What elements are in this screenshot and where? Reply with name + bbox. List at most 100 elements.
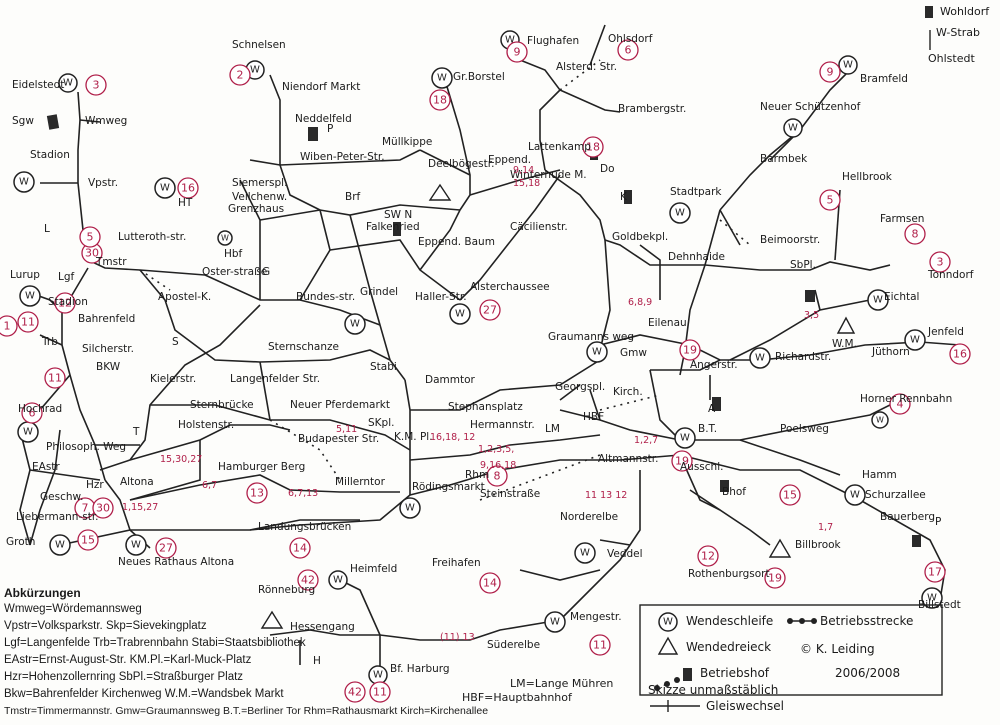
- route-label: 9,14: [513, 165, 534, 176]
- station-label-eppend: Eppend.: [488, 154, 531, 166]
- line-number-4: 4: [889, 393, 911, 415]
- station-label-hermannstr: Hermannstr.: [470, 419, 535, 431]
- svg-text:9: 9: [514, 46, 521, 59]
- svg-text:11: 11: [48, 372, 62, 385]
- abbreviation-line: Bkw=Bahrenfelder Kirchenweg W.M.=Wandsbe…: [4, 688, 284, 700]
- svg-text:W: W: [876, 416, 884, 425]
- svg-text:W: W: [850, 490, 860, 501]
- line-number-17: 17: [924, 561, 946, 583]
- route-label: 6,8,9: [628, 297, 652, 308]
- service-tracks: [139, 59, 751, 501]
- svg-text:W: W: [550, 617, 560, 628]
- svg-text:W: W: [910, 335, 920, 346]
- station-label-dammtor: Dammtor: [425, 374, 476, 386]
- station-label-niendorf-markt: Niendorf Markt: [282, 81, 360, 93]
- line-number-19: 19: [764, 567, 786, 589]
- station-label-suederelbe: Süderelbe: [487, 639, 540, 651]
- station-label-goldbekpl: Goldbekpl.: [612, 231, 668, 243]
- line-number-8: 8: [904, 223, 926, 245]
- station-label-schurzallee: Schurzallee: [865, 489, 926, 501]
- svg-text:W: W: [63, 78, 73, 89]
- line-number-circles: 3629181618912111163055831627191941517121…: [0, 39, 971, 703]
- station-label-heimfeld: Heimfeld: [350, 563, 397, 575]
- station-label-gr-borstel: Gr.Borstel: [453, 71, 505, 83]
- station-label-hallerstr: Haller-Str.: [415, 291, 467, 303]
- svg-text:W: W: [455, 309, 465, 320]
- line-number-11: 11: [369, 681, 391, 703]
- svg-text:W: W: [333, 575, 343, 586]
- route-label: 6,7,13: [288, 488, 318, 499]
- station-label-rhm: Rhm: [465, 469, 489, 481]
- station-label-beimoorstr: Beimoorstr.: [760, 234, 820, 246]
- svg-text:15: 15: [81, 534, 95, 547]
- station-label-altona: Altona: [120, 476, 154, 488]
- line-number-15: 15: [779, 484, 801, 506]
- line-number-15: 15: [77, 529, 99, 551]
- line-number-42: 42: [344, 681, 366, 703]
- legend-years: 2006/2008: [835, 666, 901, 680]
- abbreviation-line: Lgf=Langenfelde Trb=Trabrennbahn Stabi=S…: [4, 637, 306, 649]
- station-label-trb: Trb: [41, 336, 58, 348]
- svg-text:18: 18: [586, 141, 600, 154]
- station-label-apostel-k: Apostel-K.: [158, 291, 211, 303]
- line-number-42: 42: [297, 569, 319, 591]
- station-label-kirch: Kirch.: [613, 386, 643, 398]
- svg-text:30: 30: [85, 247, 99, 260]
- svg-text:18: 18: [433, 94, 447, 107]
- station-label-landungsbruecken: Landungsbrücken: [258, 521, 351, 533]
- station-label-hzr: Hzr: [86, 479, 104, 491]
- station-label-k: K: [620, 191, 628, 203]
- svg-text:2: 2: [237, 69, 244, 82]
- route-label: 3,5: [804, 310, 819, 321]
- legend-skizze: Skizze unmaßstäblich: [648, 683, 779, 697]
- station-label-veddel: Veddel: [607, 548, 643, 560]
- track-network: [19, 24, 961, 670]
- route-label: 16,18, 12: [430, 432, 475, 443]
- station-label-g-mark: G: [262, 266, 270, 278]
- station-label-rothenburgsort: Rothenburgsort: [688, 568, 770, 580]
- station-label-budapester-str: Budapester Str.: [298, 433, 379, 445]
- station-label-bahrenfeld-kirch: BKW: [96, 361, 121, 373]
- svg-text:8: 8: [494, 470, 501, 483]
- line-number-5: 5: [819, 189, 841, 211]
- svg-text:W: W: [160, 183, 170, 194]
- station-labels: EidelstedtWmwegSgwStadionVpstr.Schnelsen…: [6, 33, 974, 675]
- svg-text:42: 42: [348, 686, 362, 699]
- line-number-9: 9: [819, 61, 841, 83]
- svg-text:W: W: [843, 60, 853, 71]
- route-label: 1,2,7: [634, 435, 658, 446]
- svg-text:30: 30: [96, 502, 110, 515]
- station-label-oster-strasse: Oster-straße: [202, 266, 267, 278]
- line-number-6: 6: [21, 402, 43, 424]
- legend-wendedreieck: Wendedreieck: [686, 640, 772, 654]
- abbreviation-line: EAstr=Ernst-August-Str. KM.Pl.=Karl-Muck…: [4, 654, 252, 666]
- station-label-nedderfeld: Neddelfeld: [295, 113, 352, 125]
- station-label-falkenried: Falkenried: [366, 221, 420, 233]
- svg-text:14: 14: [483, 577, 497, 590]
- line-number-19: 19: [671, 450, 693, 472]
- legend-gleiswechsel: Gleiswechsel: [706, 699, 784, 713]
- svg-text:W: W: [19, 177, 29, 188]
- line-number-3: 3: [929, 251, 951, 273]
- svg-text:W: W: [405, 503, 415, 514]
- abbreviation-line: Hzr=Hohenzollernring SbPl.=Straßburger P…: [4, 671, 244, 683]
- station-label-farmsen: Farmsen: [880, 213, 924, 225]
- station-label-freihafen: Freihafen: [432, 557, 481, 569]
- route-label: 11 13 12: [585, 490, 627, 501]
- svg-text:3: 3: [937, 256, 944, 269]
- station-label-hamburger-berg: Hamburger Berg: [218, 461, 305, 473]
- svg-text:W: W: [873, 295, 883, 306]
- station-label-bundesstr: Bundes-str.: [296, 291, 355, 303]
- route-label: 1,2,3,5,: [478, 444, 514, 455]
- line-number-18: 18: [582, 136, 604, 158]
- station-label-sbpl: SbPl.: [790, 259, 816, 271]
- route-label: (11) 13: [440, 632, 475, 643]
- svg-text:3: 3: [93, 79, 100, 92]
- svg-text:14: 14: [293, 542, 307, 555]
- station-label-horner-rennbahn: Horner Rennbahn: [860, 393, 952, 405]
- svg-text:19: 19: [675, 455, 689, 468]
- svg-text:W: W: [437, 73, 447, 84]
- svg-text:5: 5: [87, 231, 94, 244]
- station-label-s-mark: S: [172, 336, 179, 348]
- svg-text:W: W: [675, 208, 685, 219]
